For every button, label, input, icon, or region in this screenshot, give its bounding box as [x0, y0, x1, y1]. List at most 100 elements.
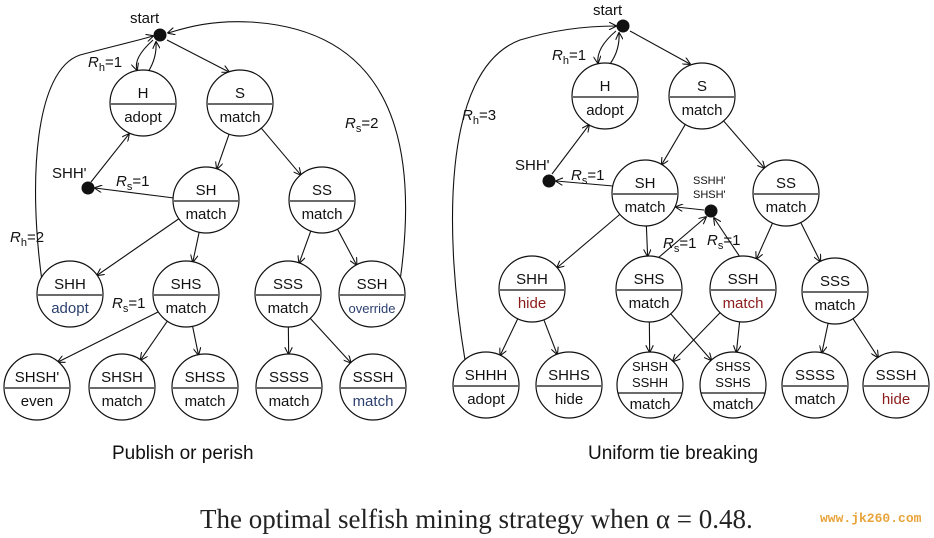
edge-right-ssh-dot [714, 218, 741, 258]
node-state: SS [776, 175, 796, 192]
node-circle [171, 353, 239, 421]
sshh-prime-label: SSHH' [693, 175, 726, 187]
start-label-left: start [130, 10, 160, 27]
node-state: SSSH [353, 369, 394, 386]
node-circle [611, 159, 679, 227]
node-action: adopt [124, 109, 162, 126]
node-state: H [138, 85, 149, 102]
node-action: match [766, 199, 807, 216]
node-circle [535, 351, 603, 419]
edge-right-s-ss [723, 120, 765, 168]
node-circle [172, 166, 240, 234]
node-right-ss: SS match [752, 159, 820, 227]
node-circle [452, 351, 520, 419]
node-state: SSSS [269, 369, 309, 386]
rs2-label-left: Rs=2 [345, 115, 378, 135]
node-state: SSS [273, 276, 303, 293]
node-action: hide [555, 391, 583, 408]
node-action: match [269, 393, 310, 410]
node-state: SHSS [715, 359, 751, 374]
edge-right-sh-shhp [556, 181, 614, 187]
node-state: SHSS [185, 369, 226, 386]
node-state: SHS [634, 271, 665, 288]
node-state: SSH [728, 271, 759, 288]
edge-right-s-sh [662, 124, 686, 164]
node-circle [36, 260, 104, 328]
node-action: match [102, 393, 143, 410]
start-label-right: start [593, 2, 623, 19]
edge-right-shhh-start [451, 26, 616, 361]
rs1c-label-right: Rs=1 [707, 232, 740, 252]
edge-right-sh-shs [646, 225, 647, 256]
labels: startSHH'Rh=1Rs=1Rh=2Rs=2Rs=1startSHH'SS… [10, 2, 740, 315]
rh1-label-left: Rh=1 [88, 54, 122, 74]
node-circle [862, 351, 930, 419]
node-circle [571, 62, 639, 130]
edge-right-ss-sss [800, 222, 820, 262]
edge-left-sh-shs [193, 232, 200, 261]
node-state: SH [196, 182, 217, 199]
shh-prime-node-left [81, 181, 95, 195]
edge-left-start-h [136, 39, 154, 70]
caption: The optimal selfish mining strategy when… [200, 504, 753, 534]
rs1b-label-left: Rs=1 [112, 295, 145, 315]
edge-right-start-h [598, 30, 617, 63]
edge-left-ssh-start [168, 21, 407, 282]
node-left-ssss: SSSS match [255, 353, 323, 421]
edge-right-ss-ssh [756, 222, 774, 259]
node-action: override [349, 301, 396, 316]
edge-left-shs-shshp [58, 311, 159, 362]
rs1-label-right: Rs=1 [571, 167, 604, 187]
edge-right-shs-dot [657, 217, 706, 259]
node-action: adopt [467, 391, 505, 408]
node-state: SHH [54, 276, 86, 293]
node-action: match [815, 297, 856, 314]
node-circle [152, 260, 220, 328]
edge-left-shh-start [34, 36, 153, 282]
node-action: adopt [51, 300, 89, 317]
nodes: HadoptSmatchSHmatchSSmatchSHHadoptSHSmat… [3, 19, 930, 421]
edge-right-shs-shss_sshs [670, 313, 712, 360]
node-action: match [220, 109, 261, 126]
right-title: Uniform tie breaking [588, 443, 758, 464]
edge-right-shhp-h [551, 125, 589, 175]
edge-left-sh-shh [97, 218, 180, 275]
edge-right-sh-shh [557, 213, 621, 267]
edge-left-ss-ssh [337, 228, 356, 265]
node-circle [339, 353, 407, 421]
edge-left-start-s [166, 39, 229, 72]
node-state: SHSH [632, 359, 668, 374]
node-action: match [625, 199, 666, 216]
node-left-shshp: SHSH'even [3, 353, 71, 421]
node-state: SSSS [795, 367, 835, 384]
node-state: S [235, 85, 245, 102]
node-action: adopt [586, 102, 624, 119]
node-state: SSHS [715, 375, 751, 390]
edge-right-dot-sh [676, 207, 705, 210]
edge-right-ssh-shss_sshs [736, 321, 739, 352]
node-action: match [353, 393, 394, 410]
edge-left-h-start [147, 42, 156, 73]
node-state: SHHH [465, 367, 508, 384]
rs1b-label-right: Rs=1 [663, 235, 696, 255]
node-circle [288, 166, 356, 234]
node-circle [801, 257, 869, 325]
shh-prime-label-left: SHH' [52, 165, 87, 182]
node-circle [338, 260, 406, 328]
node-circle [498, 255, 566, 323]
node-circle [255, 353, 323, 421]
node-circle [3, 353, 71, 421]
node-state: SSSH [876, 367, 917, 384]
node-state: SS [312, 182, 332, 199]
rh3-label-right: Rh=3 [462, 107, 496, 127]
node-circle [699, 351, 767, 419]
